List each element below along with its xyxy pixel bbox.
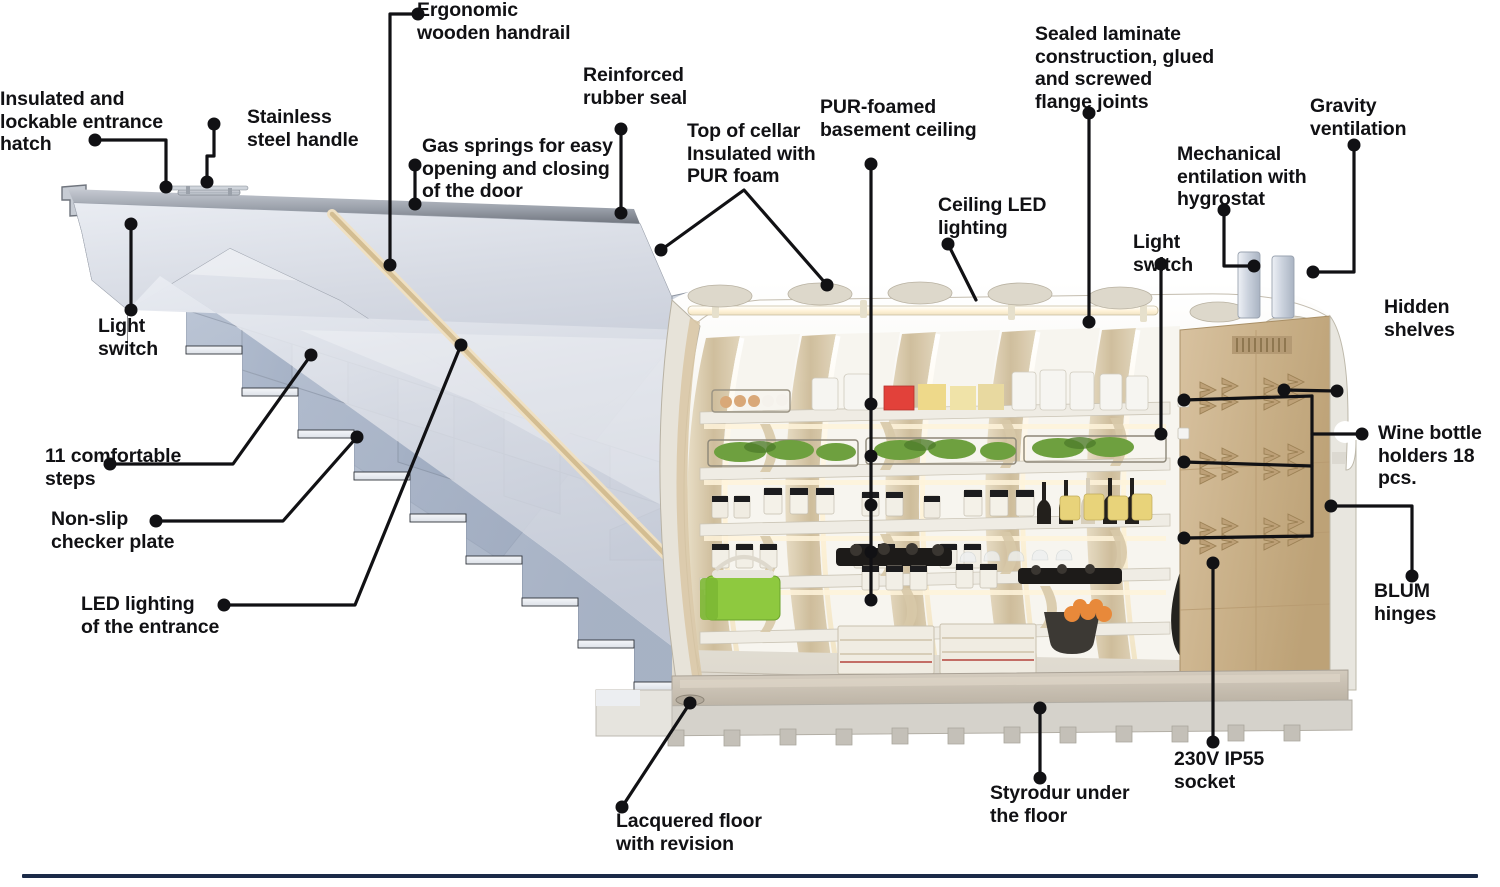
preserve-jars-row5 xyxy=(861,563,998,591)
label-non-slip-checker-plate: Non-slip checker plate xyxy=(51,508,175,553)
label-gas-springs: Gas springs for easy opening and closing… xyxy=(422,135,613,203)
label-reinforced-rubber-seal: Reinforced rubber seal xyxy=(583,64,688,109)
label-hidden-shelves: Hidden shelves xyxy=(1384,296,1455,341)
label-socket-230v-ip55: 230V IP55 socket xyxy=(1174,748,1265,793)
label-pur-foamed-basement-ceiling: PUR-foamed basement ceiling xyxy=(820,96,977,141)
label-ergonomic-wooden-handrail: Ergonomic wooden handrail xyxy=(417,0,571,44)
label-blum-hinges: BLUM hinges xyxy=(1374,580,1437,625)
floor-revision-hatch xyxy=(675,694,705,706)
label-gravity-ventilation: Gravity ventilation xyxy=(1310,95,1407,140)
label-led-lighting-entrance: LED lighting of the entrance xyxy=(81,593,220,638)
wooden-back-wall xyxy=(1177,314,1357,691)
label-wine-bottle-holders: Wine bottle holders 18 pcs. xyxy=(1378,422,1482,490)
wine-rack-dark-2 xyxy=(1018,564,1122,584)
label-top-of-cellar-pur-foam: Top of cellar Insulated with PUR foam xyxy=(687,120,816,188)
stainless-handle-bar xyxy=(169,185,249,196)
label-insulated-lockable-entrance-hatch: Insulated and lockable entrance hatch xyxy=(0,88,164,156)
pickled-jars xyxy=(1059,493,1153,521)
green-vegetable-baskets xyxy=(707,435,1167,467)
label-ceiling-led-lighting: Ceiling LED lighting xyxy=(938,194,1047,239)
label-eleven-comfortable-steps: 11 comfortable steps xyxy=(45,445,182,490)
white-containers xyxy=(811,369,1149,411)
label-lacquered-floor-revision: Lacquered floor with revision xyxy=(616,810,762,855)
packets xyxy=(883,384,1004,411)
label-styrodur-under-floor: Styrodur under the floor xyxy=(990,782,1130,827)
wooden-crates xyxy=(837,623,1037,675)
label-light-switch-left: Light switch xyxy=(98,315,159,360)
green-storage-boxes xyxy=(700,555,781,621)
orange-fruit-bowl xyxy=(1044,599,1112,654)
label-mechanical-ventilation-hygrostat: Mechanical entilation with hygrostat xyxy=(1177,143,1307,211)
preserve-jars-row3 xyxy=(711,487,1035,519)
label-sealed-laminate-construction: Sealed laminate construction, glued and … xyxy=(1035,23,1215,113)
glassware xyxy=(959,549,1073,563)
label-stainless-steel-handle: Stainless steel handle xyxy=(247,106,359,151)
ceiling-led-strip xyxy=(687,300,1159,322)
label-light-switch-right: Light switch xyxy=(1133,231,1194,276)
egg-basket xyxy=(711,389,791,413)
vent-grille xyxy=(1232,336,1292,354)
bottom-divider-rule xyxy=(22,874,1478,878)
